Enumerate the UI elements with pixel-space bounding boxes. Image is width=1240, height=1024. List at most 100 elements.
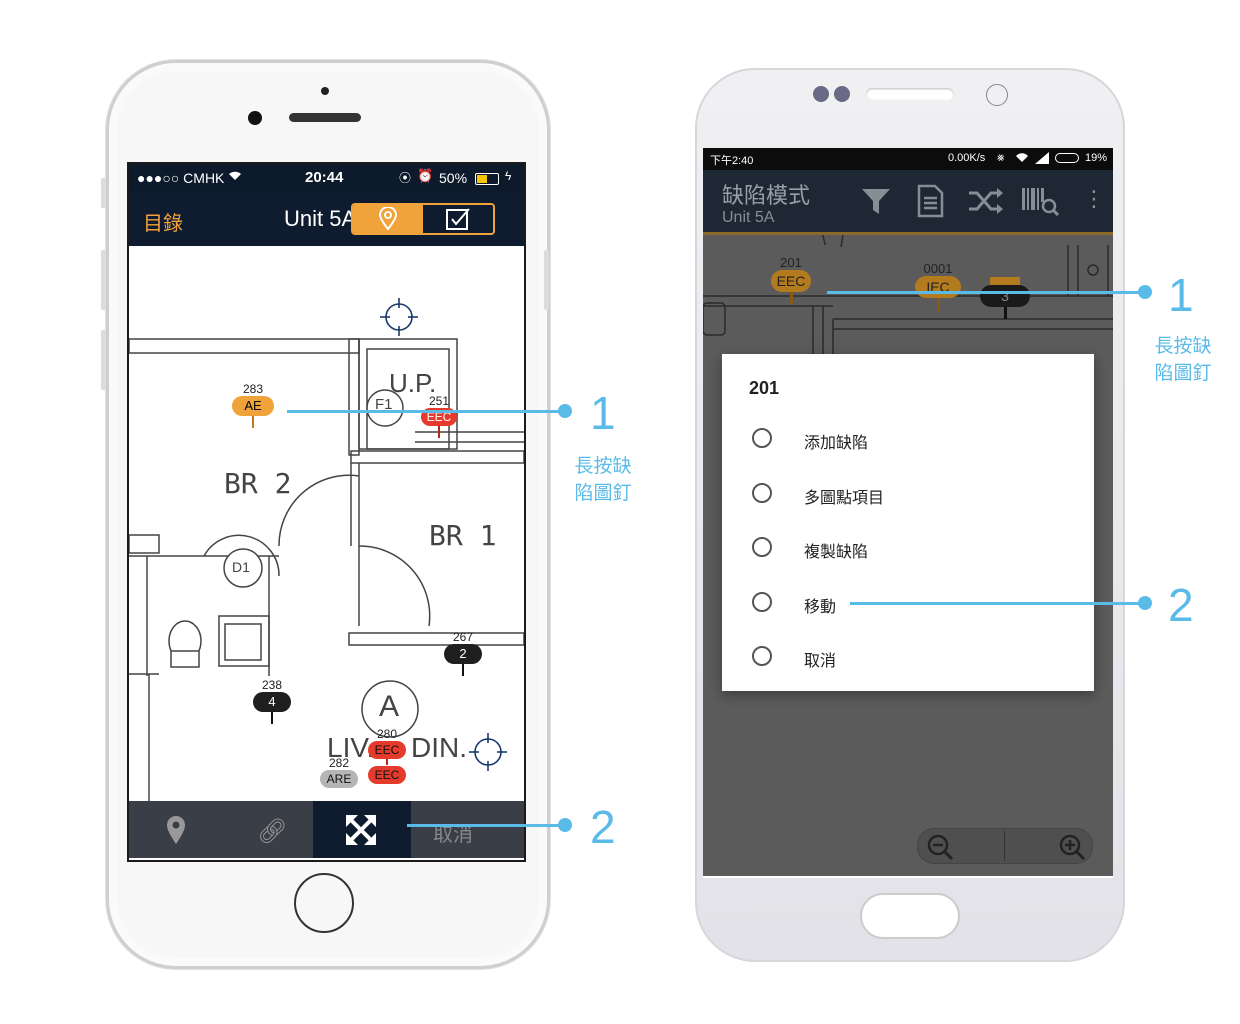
room-label-a: A [379, 690, 400, 723]
room-label-br2: BR 2 [224, 467, 292, 500]
pin-tag: EEC [368, 741, 406, 759]
option-add-defect[interactable]: 添加缺陷 [750, 426, 1070, 456]
expand-arrows-icon [346, 815, 376, 850]
option-move[interactable]: 移動 [750, 590, 850, 620]
defect-pin[interactable]: 280 EEC [368, 727, 406, 765]
callout-number-1-right: 1 [1168, 269, 1194, 321]
shuffle-icon[interactable] [967, 187, 1003, 220]
radio-button[interactable] [752, 428, 772, 448]
option-copy-defect[interactable]: 複製缺陷 [750, 535, 1070, 565]
wifi-icon [1015, 151, 1029, 166]
iphone-volume-up [101, 250, 106, 310]
status-time: 下午2:40 [710, 155, 754, 167]
callout-dot-2-right [1138, 596, 1152, 610]
pin-tool-button[interactable] [129, 801, 221, 858]
alarm-icon: ⏰ [417, 168, 434, 183]
iphone-sensor [321, 87, 329, 95]
view-segmented-control [351, 203, 495, 235]
callout-number-1-left: 1 [590, 387, 616, 439]
zoom-in-icon[interactable] [1058, 833, 1090, 866]
pin-tag: 2 [444, 644, 482, 664]
option-cancel[interactable]: 取消 [750, 644, 1070, 674]
iphone-volume-down [101, 330, 106, 390]
callout-number-2-right: 2 [1168, 579, 1194, 631]
pin-id: 251 [428, 394, 450, 408]
radio-button[interactable] [752, 537, 772, 557]
barcode-scan-icon[interactable] [1021, 186, 1060, 221]
iphone-front-camera [248, 111, 262, 125]
room-label-br1: BR 1 [429, 519, 497, 552]
android-home-button[interactable] [860, 893, 960, 939]
pin-tag: AE [232, 396, 274, 416]
floor-plan[interactable]: BR 2 BR 1 U.P. LIV. DIN. A F1 D1 283 AE … [129, 246, 524, 801]
pin-tag: EEC [771, 270, 811, 292]
defect-pin[interactable]: 251 EEC [421, 394, 457, 438]
option-multi-point[interactable]: 多圖點項目 [750, 481, 1070, 511]
android-toolbar: 缺陷模式 Unit 5A ⋮ [703, 170, 1113, 232]
screen-bottom-edge [703, 876, 1113, 878]
defect-pin[interactable]: EEC [368, 766, 406, 784]
cancel-label: 取消 [433, 824, 473, 846]
option-label: 移動 [804, 599, 837, 616]
callout-line-2-left [407, 824, 565, 827]
pin-id: 280 [376, 727, 398, 741]
callout-text-line2: 陷圖釘 [574, 483, 632, 504]
callout-line-2-right [850, 602, 1145, 605]
pin-action-dialog: 201 添加缺陷 多圖點項目 複製缺陷 移動 取消 [722, 354, 1094, 691]
defect-pin[interactable]: 267 2 [444, 630, 482, 676]
option-label: 取消 [804, 653, 837, 670]
ios-status-bar: ●●●○○ CMHK 20:44 ⦿ ⏰ 50% ϟ [129, 164, 524, 192]
location-pin-icon [165, 815, 187, 850]
pin-mode-tab[interactable] [353, 205, 423, 233]
filter-icon[interactable] [861, 186, 891, 221]
callout-dot-1-right [1138, 285, 1152, 299]
callout-text-line2: 陷圖釘 [1154, 363, 1212, 384]
room-label-up: U.P. [389, 368, 437, 398]
signal-icon [1035, 152, 1049, 167]
carrier-label: ●●●○○ CMHK [137, 170, 225, 186]
pin-tag: 3 [980, 285, 1030, 307]
zoom-out-icon[interactable] [926, 833, 958, 866]
iphone-home-button[interactable] [294, 873, 354, 933]
radio-button[interactable] [752, 483, 772, 503]
callout-number-2-left: 2 [590, 801, 616, 853]
rotation-lock-icon: ⦿ [399, 171, 412, 185]
pin-id: 201 [780, 255, 802, 270]
battery-percent: 50% [439, 170, 468, 186]
radio-button[interactable] [752, 592, 772, 612]
back-to-directory-button[interactable]: 目錄 [143, 213, 183, 235]
move-tool-button[interactable] [313, 801, 411, 858]
defect-pin[interactable]: 201 EEC [771, 255, 811, 304]
room-label-d1: D1 [232, 559, 250, 575]
cancel-tool-button[interactable]: 取消 [411, 801, 524, 858]
network-speed: 0.00K/s [948, 152, 986, 164]
defect-pin[interactable]: 282 ARE [320, 756, 358, 788]
link-tool-button[interactable]: 🔗︎ [221, 801, 313, 858]
pin-tag: EEC [368, 766, 406, 784]
overflow-menu-icon[interactable]: ⋮ [1083, 186, 1105, 211]
dialog-title: 201 [749, 378, 780, 398]
iphone-speaker [289, 113, 361, 122]
defect-pin[interactable]: 283 AE [232, 382, 274, 428]
option-label: 多圖點項目 [804, 490, 885, 507]
callout-dot-1-left [558, 404, 572, 418]
defect-pin[interactable]: 0001 IEC [915, 261, 961, 312]
wifi-icon [227, 168, 243, 185]
battery-icon [475, 173, 499, 185]
iphone-screen: ●●●○○ CMHK 20:44 ⦿ ⏰ 50% ϟ 目錄 Unit 5A [127, 162, 526, 862]
zoom-control [917, 828, 1093, 864]
checklist-tab[interactable] [423, 205, 493, 233]
ios-bottom-toolbar: 🔗︎ 取消 [129, 801, 524, 858]
status-time: 20:44 [305, 169, 344, 186]
callout-text-right: 長按缺 陷圖釘 [1146, 333, 1220, 387]
defect-pin[interactable]: 238 4 [253, 678, 291, 724]
radio-button[interactable] [752, 646, 772, 666]
document-icon[interactable] [916, 184, 944, 223]
pin-id: 267 [452, 630, 474, 644]
battery-percent: 19% [1085, 152, 1108, 164]
option-label: 添加缺陷 [804, 435, 869, 452]
option-label: 複製缺陷 [804, 544, 869, 561]
defect-pin[interactable]: 3 [980, 277, 1030, 319]
ios-nav-bar: 目錄 Unit 5A [129, 192, 524, 246]
android-speaker [866, 88, 954, 100]
